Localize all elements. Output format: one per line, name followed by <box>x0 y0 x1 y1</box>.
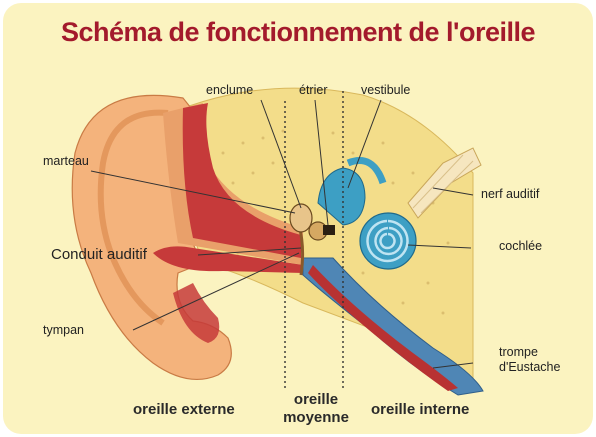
stapes-shape <box>323 225 335 235</box>
label-etrier: étrier <box>299 83 327 97</box>
label-nerf-auditif: nerf auditif <box>481 187 539 201</box>
label-marteau: marteau <box>43 154 89 168</box>
zone-oreille-interne: oreille interne <box>371 401 469 418</box>
zone-oreille-externe: oreille externe <box>133 401 235 418</box>
label-vestibule: vestibule <box>361 83 410 97</box>
zone-oreille-moyenne-line1: oreille <box>281 391 351 408</box>
label-tympan: tympan <box>43 323 84 337</box>
label-cochlee: cochlée <box>499 239 542 253</box>
diagram-frame: Schéma de fonctionnement de l'oreille en… <box>3 3 593 434</box>
label-trompe: trompe <box>499 345 538 359</box>
zone-oreille-moyenne-line2: moyenne <box>271 409 361 426</box>
diagram-title: Schéma de fonctionnement de l'oreille <box>3 17 593 48</box>
label-enclume: enclume <box>206 83 253 97</box>
malleus-shape <box>290 204 312 232</box>
label-eustache: d'Eustache <box>499 360 560 374</box>
label-conduit-auditif: Conduit auditif <box>51 246 147 263</box>
